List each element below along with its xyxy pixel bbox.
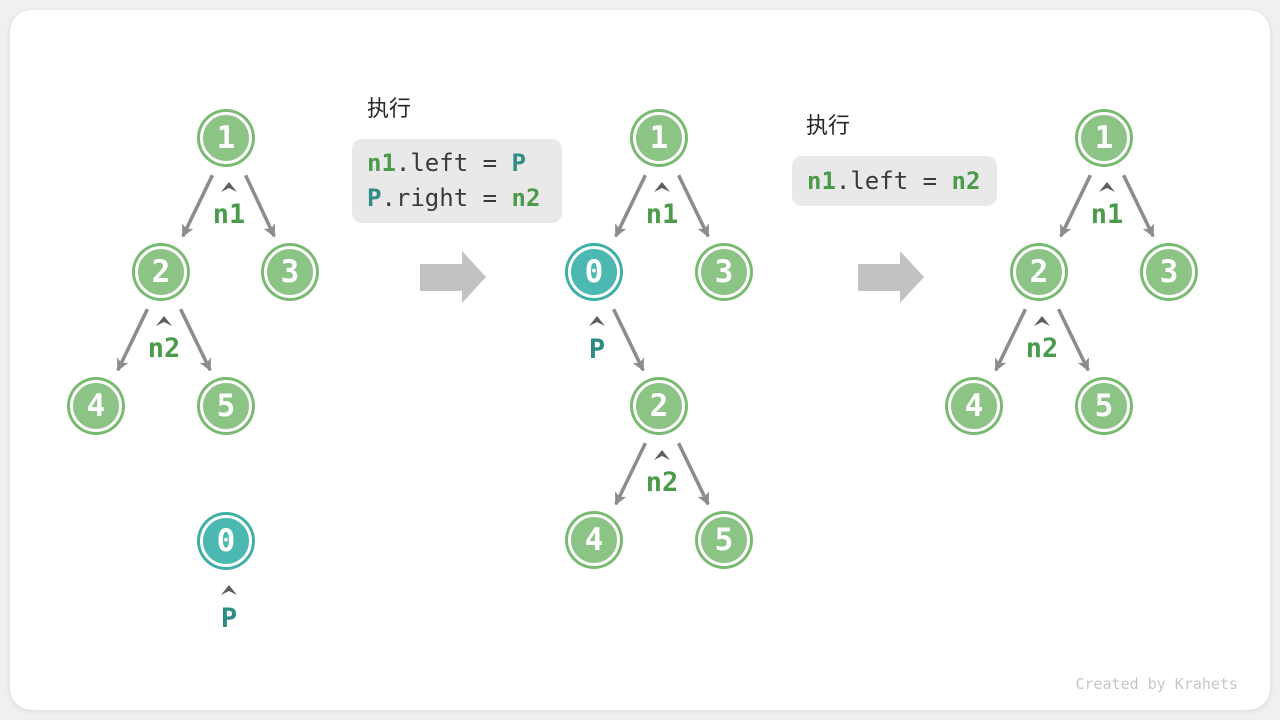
- code-line: P.right = n2: [367, 181, 562, 216]
- code-token: .left =: [835, 166, 952, 195]
- code-token: .right =: [381, 184, 512, 212]
- tree-left-node-1: 1: [200, 112, 252, 164]
- code-token: n1: [367, 149, 396, 177]
- watermark-credit: Created by Krahets: [1075, 675, 1238, 693]
- pointer-label-n1: n1: [212, 199, 246, 230]
- pointer-caret-icon: [221, 585, 237, 595]
- pointer-caret-icon: [654, 450, 670, 460]
- node-value: 2: [1029, 254, 1049, 290]
- edge-right-2-5: [1057, 308, 1090, 372]
- pointer-label-p: P: [588, 334, 606, 365]
- code-token: n1: [807, 166, 836, 195]
- edge-left-1-3: [244, 174, 276, 238]
- node-value: 4: [964, 388, 984, 424]
- node-value: 0: [216, 523, 236, 559]
- code-line: n1.left = P: [367, 146, 562, 181]
- pointer-label-n2: n2: [645, 467, 679, 498]
- tree-right-node-3: 3: [1143, 246, 1195, 298]
- node-value: 0: [584, 254, 604, 290]
- pointer-caret-icon: [156, 316, 172, 326]
- tree-left-node-4: 4: [70, 380, 122, 432]
- node-value: 4: [584, 522, 604, 558]
- step-1-title: 执行: [367, 97, 412, 122]
- tree-right-node-2: 2: [1013, 246, 1065, 298]
- node-value: 2: [649, 388, 669, 424]
- tree-right-node-4: 4: [948, 380, 1000, 432]
- tree-middle-node-1: 1: [633, 112, 685, 164]
- node-value: 3: [714, 254, 734, 290]
- pointer-label-n1: n1: [645, 199, 679, 230]
- pointer-caret-icon: [589, 316, 605, 326]
- node-value: 3: [1159, 254, 1179, 290]
- node-value: 5: [714, 522, 734, 558]
- step-1-code-block: n1.left = P P.right = n2: [352, 139, 562, 223]
- tree-left-node-0: 0: [200, 515, 252, 567]
- edge-left-1-2: [181, 174, 214, 238]
- code-token: n2: [951, 166, 981, 195]
- edge-right-1-2: [1059, 174, 1092, 238]
- node-value: 2: [151, 254, 171, 290]
- pointer-caret-icon: [221, 182, 237, 192]
- node-value: 3: [280, 254, 300, 290]
- edge-middle-0-2: [612, 308, 645, 372]
- edge-right-2-4: [994, 308, 1027, 372]
- tree-middle-node-3: 3: [698, 246, 750, 298]
- edge-middle-1-0: [614, 174, 647, 238]
- tree-middle-node-0: 0: [568, 246, 620, 298]
- pointer-label-n2: n2: [147, 333, 181, 364]
- code-token: n2: [511, 184, 541, 212]
- tree-right-node-5: 5: [1078, 380, 1130, 432]
- node-value: 1: [216, 120, 236, 156]
- tree-right-node-1: 1: [1078, 112, 1130, 164]
- tree-left-node-2: 2: [135, 246, 187, 298]
- pointer-label-p: P: [220, 603, 238, 634]
- node-value: 5: [1094, 388, 1114, 424]
- tree-middle-node-2: 2: [633, 380, 685, 432]
- code-token: P: [511, 149, 526, 177]
- edge-middle-2-5: [677, 442, 710, 506]
- tree-left-node-3: 3: [264, 246, 316, 298]
- code-token: P: [367, 184, 382, 212]
- pointer-label-n1: n1: [1090, 199, 1124, 230]
- pointer-caret-icon: [654, 182, 670, 192]
- edge-left-2-4: [116, 308, 149, 372]
- tree-middle-node-5: 5: [698, 514, 750, 566]
- step-2-code-block: n1.left = n2: [792, 156, 997, 206]
- node-value: 5: [216, 388, 236, 424]
- step-2-title: 执行: [806, 114, 851, 139]
- tree-middle-node-4: 4: [568, 514, 620, 566]
- tree-left-node-5: 5: [200, 380, 252, 432]
- node-value: 1: [649, 120, 669, 156]
- edge-middle-2-4: [614, 442, 647, 506]
- step-arrow-1-icon: [420, 251, 486, 303]
- node-value: 1: [1094, 120, 1114, 156]
- code-line: n1.left = n2: [807, 164, 997, 199]
- pointer-caret-icon: [1099, 182, 1115, 192]
- pointer-label-n2: n2: [1025, 333, 1059, 364]
- edge-middle-1-3: [677, 174, 710, 238]
- edge-right-1-3: [1122, 174, 1155, 238]
- step-arrow-2-icon: [858, 251, 924, 303]
- code-token: .left =: [395, 149, 512, 177]
- pointer-caret-icon: [1034, 316, 1050, 326]
- edge-left-2-5: [179, 308, 212, 372]
- node-value: 4: [86, 388, 106, 424]
